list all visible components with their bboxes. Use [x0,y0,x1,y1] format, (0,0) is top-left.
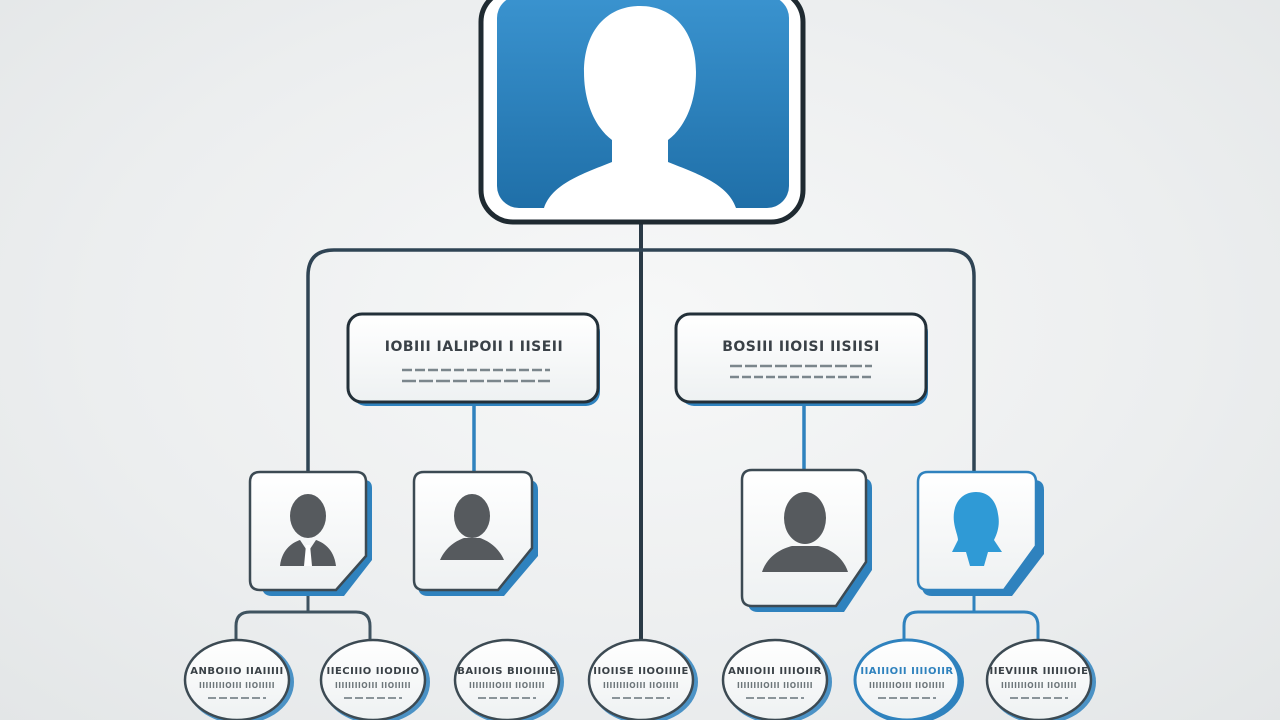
left-leaf-connector [234,588,372,644]
businessman-icon [280,494,336,566]
person-icon [762,492,848,572]
leaf-node[interactable]: IIEVIIIIR IIIIIIOIE IIIIIIIIOIII IIOIIII… [985,638,1096,720]
left-branch-line [306,248,643,476]
top-node[interactable] [478,0,806,225]
leaf-subtitle: IIIIIIIIOIII IIOIIIII [737,681,813,690]
leaf-title: BAIIOIS BIIOIIIIE [457,666,557,677]
leaf-title: IIECIIIO IIODIIO [327,666,420,677]
leaf-node[interactable]: IIOIISE IIOOIIIIE IIIIIIIIOIII IIOIIIII [587,638,698,720]
leaf-title: IIEVIIIIR IIIIIIOIE [990,666,1089,677]
small-node-3[interactable] [740,468,872,612]
leaf-subtitle: IIIIIIIIOIII IIOIIIII [335,681,411,690]
leaf-node[interactable]: BAIIOIS BIIOIIIIE IIIIIIIIOIII IIOIIIII [453,638,564,720]
leaf-node[interactable]: ANIIOIII IIIIOIIR IIIIIIIIOIII IIOIIIII [721,638,832,720]
right-branch-line [639,248,976,476]
small-node-2[interactable] [412,470,538,596]
person-icon [440,494,504,560]
small-node-1[interactable] [248,470,372,596]
leaf-subtitle: IIIIIIIIOIII IIOIIIII [869,681,945,690]
person-silhouette-icon [544,6,736,208]
leaf-subtitle: IIIIIIIIOIII IIOIIIII [603,681,679,690]
mid-node-left-label: IOBIII IALIPOII I IISEII [385,339,563,355]
leaf-subtitle: IIIIIIIIOIII IIOIIIII [1001,681,1077,690]
leaf-subtitle: IIIIIIIIOIII IIOIIIII [199,681,275,690]
mid-node-right-label: BOSIII IIOISI IISIISI [722,339,880,355]
mid-node-right[interactable]: BOSIII IIOISI IISIISI [674,312,928,406]
leaf-title: ANBOIIO IIAIIIII [190,666,283,677]
mid-node-left[interactable]: IOBIII IALIPOII I IISEII [346,312,600,406]
leaf-node[interactable]: ANBOIIO IIAIIIII IIIIIIIIOIII IIOIIIII [183,638,294,720]
person-profile-icon [952,492,1002,566]
small-node-4[interactable] [916,470,1044,596]
leaf-title: ANIIOIII IIIIOIIR [728,666,822,677]
leaf-subtitle: IIIIIIIIOIII IIOIIIII [469,681,545,690]
leaf-title: IIAIIIOII IIIIOIIR [860,666,953,677]
leaf-title: IIOIISE IIOOIIIIE [593,666,689,677]
right-leaf-connector [902,588,1040,644]
leaf-node[interactable]: IIECIIIO IIODIIO IIIIIIIIOIII IIOIIIII [319,638,430,720]
leaf-node-highlighted[interactable]: IIAIIIOII IIIIOIIR IIIIIIIIOIII IIOIIIII [853,638,964,720]
